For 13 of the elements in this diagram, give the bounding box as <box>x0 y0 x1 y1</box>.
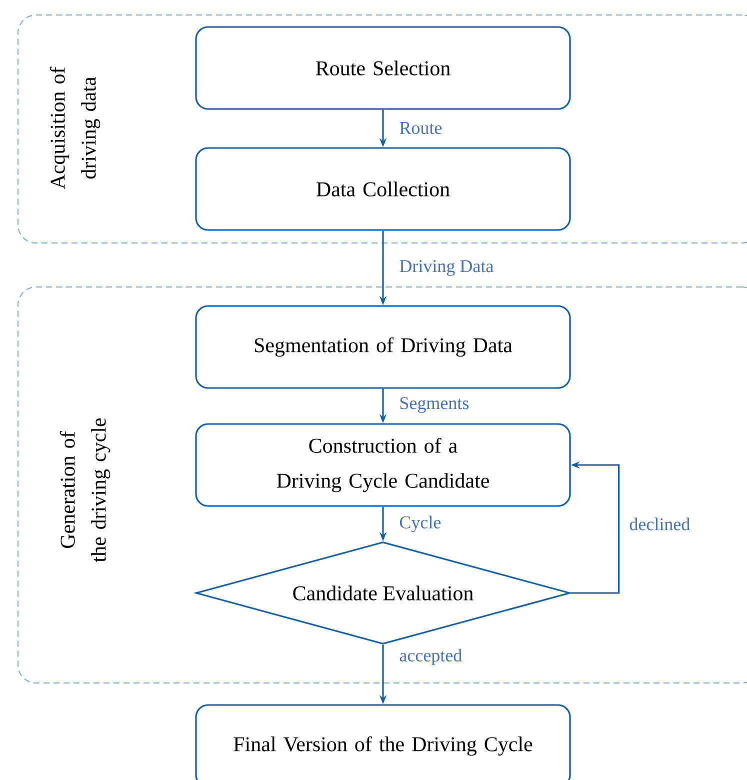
process-box: Construction of a Driving Cycle Candidate <box>195 423 571 507</box>
edge-label: Route <box>398 121 444 135</box>
process-box: Segmentation of Driving Data <box>195 305 571 389</box>
group-title: Generation of the driving cycle <box>60 418 110 562</box>
process-box: Final Version of the Driving Cycle <box>195 704 571 780</box>
process-box: Data Collection <box>195 147 571 231</box>
edge-label: Cycle <box>398 514 442 534</box>
edge-label: Segments <box>398 396 470 414</box>
edge-label: declined <box>628 516 692 532</box>
process-box: Route Selection <box>195 26 571 110</box>
edge-label: accepted <box>398 648 464 666</box>
edge-label: Driving Data <box>398 259 495 277</box>
group-title: Acquisition of driving data <box>50 66 100 190</box>
